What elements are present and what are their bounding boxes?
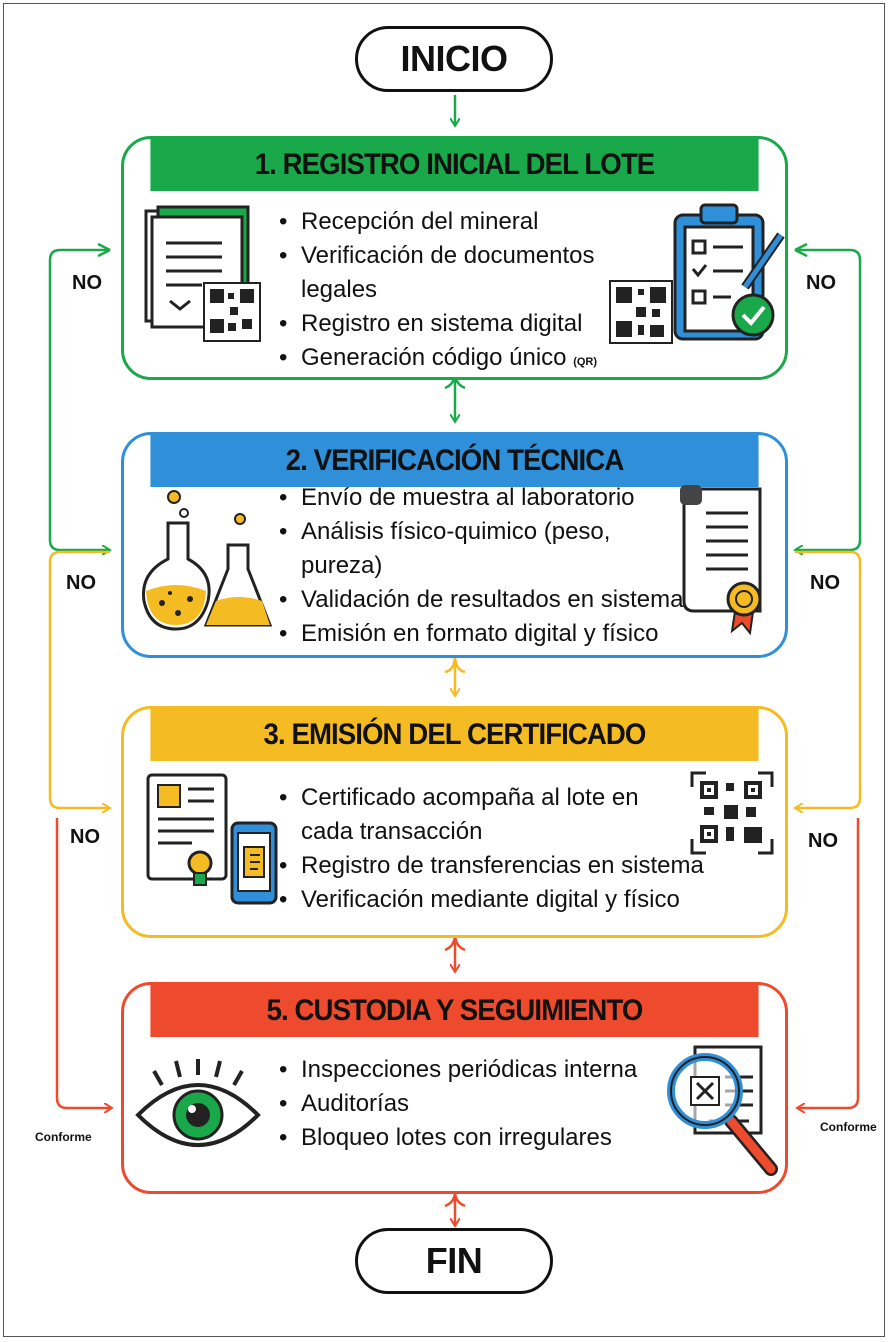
list-item: Bloqueo lotes con irregulares — [279, 1121, 669, 1155]
stage-1-box: 1. REGISTRO INICIAL DEL LOTE Recepción d… — [121, 136, 788, 380]
stage-3-title: 3. EMISIÓN DEL CERTIFICADO — [150, 709, 759, 761]
list-item: Certificado acompaña al lote en cada tra… — [279, 781, 671, 849]
stage-5-title: 5. CUSTODIA Y SEGUIMIENTO — [150, 985, 759, 1037]
yellow-loop-left — [48, 550, 110, 808]
list-item: Recepción del mineral — [279, 205, 619, 239]
list-item-text: Generación código único — [301, 344, 567, 371]
list-item: Envío de muestra al laboratorio — [279, 481, 689, 515]
red-loop-right-conforme-label: Conforme — [820, 1120, 877, 1134]
certificate-scroll-icon — [680, 485, 762, 636]
green-loop-right-start — [794, 242, 808, 258]
stage-2-title: 2. VERIFICACIÓN TÉCNICA — [150, 435, 759, 487]
list-item: Emisión en formato digital y físico — [279, 617, 689, 651]
red-loop-right-label: NO — [808, 830, 838, 852]
list-item: Registro en sistema digital — [279, 307, 619, 341]
arrow-stage2-to-stage3 — [444, 654, 466, 696]
stage-5-box: 5. CUSTODIA Y SEGUIMIENTO Inspecciones p… — [121, 982, 788, 1194]
list-item: Validación de resultados en sistema — [279, 583, 689, 617]
stage-2-list: Envío de muestra al laboratorio Análisis… — [279, 481, 689, 651]
green-loop-right — [795, 248, 862, 550]
stage-2-box: 2. VERIFICACIÓN TÉCNICA Envío de muestra… — [121, 432, 788, 658]
stage-1-list: Recepción del mineral Verificación de do… — [279, 205, 619, 377]
green-loop-left-start — [97, 242, 111, 258]
green-loop-left — [48, 248, 110, 550]
qr-note: (QR) — [573, 356, 598, 368]
start-terminal: INICIO — [355, 26, 553, 92]
qr-code-icon — [609, 280, 673, 344]
flasks-icon — [142, 490, 273, 631]
list-item: Registro de transferencias en sistema — [279, 849, 704, 883]
green-loop-left-label: NO — [72, 272, 102, 294]
diagram-frame — [3, 3, 885, 1337]
stage-3-list: Certificado acompaña al lote en cada tra… — [279, 781, 704, 917]
list-item: Auditorías — [279, 1087, 669, 1121]
list-item: Verificación mediante digital y físico — [279, 883, 699, 917]
list-item: Análisis físico-quimico (peso, pureza) — [279, 515, 689, 583]
yellow-loop-right-label: NO — [810, 572, 840, 594]
list-item: Generación código único (QR) — [279, 341, 619, 377]
list-item: Verificación de documentos legales — [279, 239, 619, 307]
magnifier-document-icon — [667, 1045, 778, 1176]
stage-3-box: 3. EMISIÓN DEL CERTIFICADO Certificado a… — [121, 706, 788, 938]
clipboard-checklist-icon — [673, 203, 785, 341]
stage-5-list: Inspecciones periódicas interna Auditorí… — [279, 1053, 669, 1155]
list-item: Inspecciones periódicas interna — [279, 1053, 669, 1087]
red-loop-left-label: NO — [70, 826, 100, 848]
red-loop-right — [797, 818, 860, 1108]
end-terminal: FIN — [355, 1228, 553, 1294]
green-loop-right-label: NO — [806, 272, 836, 294]
documents-qr-icon — [144, 205, 261, 342]
certificate-phone-icon — [146, 773, 278, 905]
red-loop-left — [55, 818, 112, 1108]
qr-code-icon — [690, 771, 774, 855]
arrow-stage5-to-fin — [444, 1191, 466, 1226]
eye-icon — [135, 1059, 261, 1147]
red-loop-left-conforme-label: Conforme — [35, 1130, 92, 1144]
stage-1-title: 1. REGISTRO INICIAL DEL LOTE — [150, 139, 759, 191]
yellow-loop-right — [795, 550, 862, 808]
arrow-stage3-to-stage5 — [444, 933, 466, 972]
yellow-loop-left-label: NO — [66, 572, 96, 594]
